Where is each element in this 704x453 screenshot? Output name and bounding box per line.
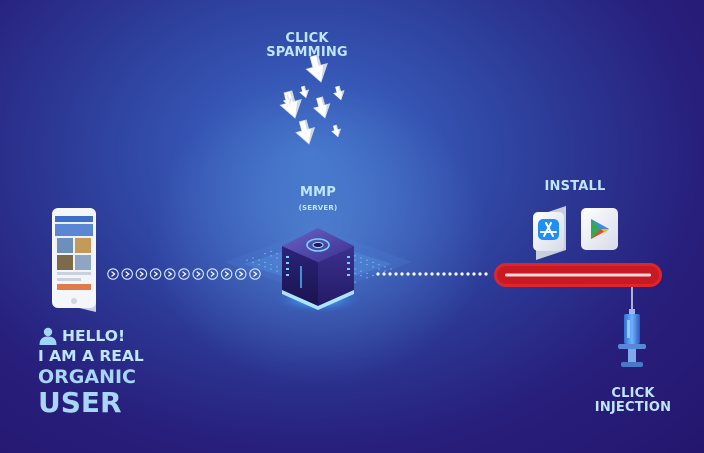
user-line-1: HELLO! — [38, 327, 148, 345]
flow-dot — [424, 272, 428, 276]
flow-dot — [412, 272, 416, 276]
install-bar — [494, 263, 662, 287]
flow-dot — [382, 272, 386, 276]
flow-dot — [478, 272, 482, 276]
arrow-chevron — [206, 268, 219, 280]
mmp-label: MMP — [299, 185, 336, 200]
mmp-server-sublabel: (SERVER) — [298, 204, 338, 212]
flow-dot — [454, 272, 458, 276]
syringe-icon — [618, 287, 646, 367]
flow-dot — [460, 272, 464, 276]
arrow-chevron — [107, 268, 119, 280]
server-cube-icon — [270, 228, 366, 314]
flow-dot — [472, 272, 476, 276]
arrow-chevron — [178, 268, 190, 280]
data-flow-dots — [376, 272, 488, 276]
cursor-icon — [332, 85, 345, 101]
user-line-2: I AM A REAL — [38, 347, 144, 365]
flow-dot — [400, 272, 404, 276]
hello-text: HELLO! — [62, 327, 126, 345]
app-store-icon — [533, 206, 566, 260]
cursor-icon — [295, 119, 316, 145]
flow-dot — [448, 272, 452, 276]
user-line-4: USER — [38, 386, 122, 419]
flow-dot — [430, 272, 434, 276]
arrow-chevron — [164, 268, 176, 280]
arrow-chevron — [149, 268, 162, 280]
flow-dot — [376, 272, 380, 276]
flow-dot — [418, 272, 422, 276]
cursor-icon — [282, 94, 292, 107]
arrow-chevron — [135, 268, 148, 280]
flow-dot — [436, 272, 440, 276]
arrow-chevron — [249, 268, 261, 280]
click-flow-arrows — [107, 268, 261, 280]
cursor-icon — [312, 96, 331, 119]
arrow-chevron — [235, 268, 247, 280]
cursor-icon — [331, 124, 342, 138]
flow-dot — [466, 272, 470, 276]
arrow-chevron — [220, 268, 233, 280]
google-play-icon — [581, 208, 618, 250]
click-spamming-label: CLICK SPAMMING — [266, 31, 348, 61]
click-injection-label: CLICK INJECTION — [594, 386, 672, 416]
flow-dot — [394, 272, 398, 276]
flow-dot — [484, 272, 488, 276]
user-icon — [39, 327, 57, 345]
cursor-icon — [305, 54, 328, 83]
cursor-group — [279, 54, 345, 145]
arrow-chevron — [192, 268, 204, 280]
flow-dot — [406, 272, 410, 276]
smartphone-icon — [52, 208, 96, 312]
flow-dot — [442, 272, 446, 276]
arrow-chevron — [121, 268, 133, 280]
flow-dot — [388, 272, 392, 276]
organic-user-caption: HELLO! I AM A REAL ORGANIC USER — [38, 327, 148, 417]
cursor-icon — [299, 85, 310, 99]
user-line-3: ORGANIC — [38, 366, 136, 388]
install-label: INSTALL — [544, 179, 606, 194]
